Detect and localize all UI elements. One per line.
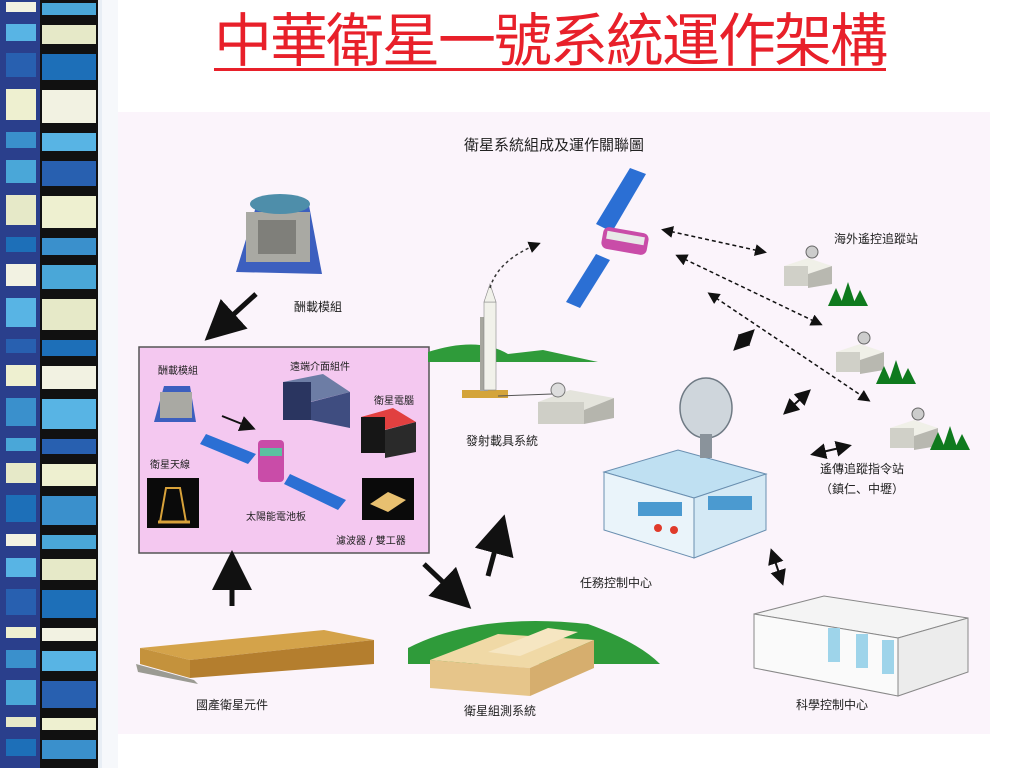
stripe-block — [42, 681, 96, 708]
stripe-block — [42, 535, 96, 549]
stripe-block — [42, 464, 96, 486]
satellite-graphic — [566, 168, 649, 308]
label-domestic-components: 國產衛星元件 — [196, 698, 269, 712]
stripe-block — [42, 628, 96, 641]
stripe-block — [42, 54, 96, 80]
satellite-components-inset — [138, 346, 430, 554]
domestic-components-graphic — [136, 630, 374, 684]
stripe-block — [6, 438, 36, 451]
stripe-block — [42, 496, 96, 525]
label-command-station-sites: （鎮仁、中壢） — [820, 482, 905, 496]
label-satellite-computer: 衛星電腦 — [374, 396, 414, 407]
label-launch-vehicle: 發射載具系統 — [466, 434, 539, 448]
overseas-station-graphic — [784, 245, 970, 450]
stripe-block — [6, 237, 36, 252]
stripe-block — [42, 439, 96, 454]
stripe-block — [6, 339, 36, 353]
stripe-block — [42, 196, 96, 228]
label-overseas-station: 海外遙控追蹤站 — [834, 232, 919, 246]
stripe-block — [6, 160, 36, 183]
diagram-graphics — [136, 168, 970, 697]
stripe-block — [42, 299, 96, 330]
stripe-block — [6, 365, 36, 386]
stripe-block — [6, 132, 36, 148]
stripe-block — [42, 90, 96, 123]
stripe-block — [6, 398, 36, 426]
stripe-block — [6, 627, 36, 638]
stripe-block — [6, 534, 36, 546]
stripe-block — [42, 161, 96, 186]
stripe-block — [6, 680, 36, 705]
stripe-block — [42, 3, 96, 15]
stripe-block — [6, 2, 36, 12]
stripe-block — [6, 53, 36, 77]
stripe-block — [6, 195, 36, 225]
diagram-title: 衛星系統組成及運作關聯圖 — [463, 136, 644, 154]
flow-arrows — [204, 226, 871, 609]
launch-vehicle-graphic — [428, 241, 614, 424]
label-filter-duplexer: 濾波器 / 雙工器 — [336, 536, 406, 547]
stripe-block — [6, 589, 36, 615]
label-command-station: 遙傳追蹤指令站 — [820, 462, 905, 476]
science-control-graphic — [753, 595, 969, 697]
label-payload-module: 酬載模組 — [294, 300, 343, 314]
label-payload-module-inset: 酬載模組 — [158, 366, 198, 377]
stripe-block — [42, 590, 96, 618]
stripe-block — [42, 238, 96, 255]
page-title: 中華衛星一號系統運作架構 — [213, 7, 888, 75]
label-satellite-antenna: 衛星天線 — [150, 460, 190, 471]
integration-test-graphic — [408, 621, 660, 696]
stripe-block — [6, 89, 36, 120]
stripe-block — [6, 264, 36, 286]
stripe-block — [42, 651, 96, 671]
stripe-block — [6, 717, 36, 727]
stripe-block — [6, 495, 36, 522]
stripe-block — [6, 558, 36, 577]
label-interface-unit: 遠端介面組件 — [290, 362, 350, 373]
stripe-block — [6, 24, 36, 41]
label-mission-control: 任務控制中心 — [580, 576, 653, 590]
payload-module-graphic — [236, 194, 322, 274]
stripe-block — [6, 739, 36, 756]
decorative-stripe-bar — [0, 0, 118, 768]
stripe-block — [42, 399, 96, 429]
stripe-block — [6, 650, 36, 668]
system-diagram: 衛星系統組成及運作關聯圖 — [118, 112, 990, 734]
stripe-block — [42, 559, 96, 580]
stripe-block — [42, 265, 96, 289]
label-science-control: 科學控制中心 — [796, 698, 869, 712]
stripe-block — [6, 298, 36, 327]
stripe-block — [42, 740, 96, 759]
stripe-block — [42, 25, 96, 44]
mission-control-graphic — [602, 377, 768, 559]
stripe-block — [42, 718, 96, 730]
label-solar-panel: 太陽能電池板 — [246, 512, 306, 523]
stripe-block — [42, 340, 96, 356]
stripe-block — [6, 463, 36, 483]
stripe-block — [42, 133, 96, 151]
antenna-photo — [147, 478, 199, 528]
label-integration-test: 衛星組測系統 — [464, 704, 537, 718]
stripe-block — [42, 366, 96, 389]
